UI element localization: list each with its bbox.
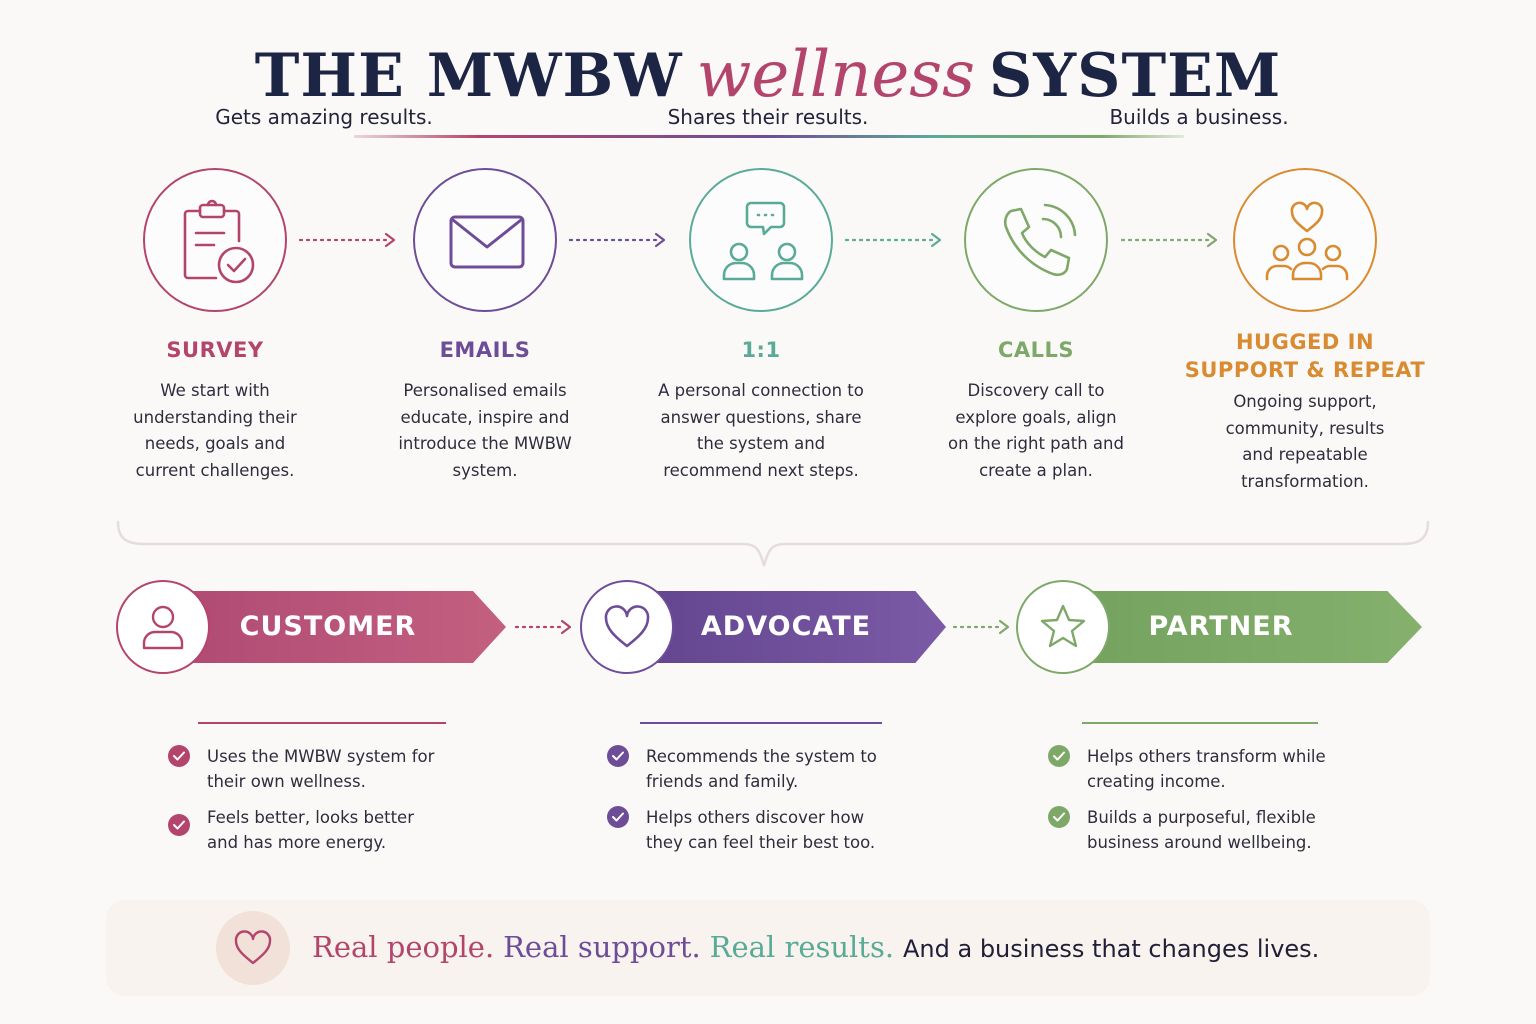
step-calls: CALLS Discovery call to explore goals, a… xyxy=(901,168,1171,484)
check-icon xyxy=(1053,751,1065,761)
step-one-on-one-circle xyxy=(689,168,833,312)
stage-advocate-underline xyxy=(640,722,882,724)
step-survey-circle xyxy=(143,168,287,312)
step-survey-description: We start with understanding their needs,… xyxy=(133,381,297,480)
footer-tagline: Real people. Real support. Real results.… xyxy=(312,930,1319,964)
step-one-on-one: 1:1 A personal connection to answer ques… xyxy=(626,168,896,484)
step-survey: SURVEY We start with understanding their… xyxy=(80,168,350,484)
footer-tagline-text: And a business that changes lives. xyxy=(902,935,1320,963)
step-emails-circle xyxy=(413,168,557,312)
step-calls-description: Discovery call to explore goals, align o… xyxy=(948,381,1124,480)
arrow-customer-to-advocate xyxy=(514,619,572,635)
customer-bullet-check-1 xyxy=(168,745,190,767)
heart-icon xyxy=(234,930,272,965)
partner-bullet-1: Helps others transform while creating in… xyxy=(1087,747,1326,791)
step-calls-title: CALLS xyxy=(997,338,1075,362)
footer-banner: Real people. Real support. Real results.… xyxy=(106,900,1430,996)
stage-partner-circle xyxy=(1016,580,1110,674)
customer-bullet-1: Uses the MWBW system for their own welln… xyxy=(207,747,435,791)
stage-customer-underline xyxy=(198,722,446,724)
stage-partner-subtitle: Builds a business. xyxy=(1109,105,1289,129)
stage-advocate-banner xyxy=(640,591,946,663)
step-emails: EMAILS Personalised emails educate, insp… xyxy=(350,168,620,484)
step-hugged-in-support: HUGGED IN SUPPORT & REPEAT Ongoing suppo… xyxy=(1170,168,1440,495)
step-one-on-one-title: 1:1 xyxy=(741,338,781,362)
step-emails-title: EMAILS xyxy=(439,338,531,362)
stage-advocate-subtitle: Shares their results. xyxy=(667,105,869,129)
clipboard-check-icon xyxy=(183,199,255,284)
advocate-bullet-2: Helps others discover how they can feel … xyxy=(646,808,876,852)
arrow-calls-to-hugged xyxy=(1120,232,1218,248)
stage-advocate-circle xyxy=(580,580,674,674)
step-survey-title: SURVEY xyxy=(166,338,264,362)
stage-customer-subtitle: Gets amazing results. xyxy=(215,105,433,129)
advocate-bullet-check-1 xyxy=(607,745,629,767)
phone-call-icon xyxy=(1003,203,1077,277)
footer-heart-circle xyxy=(216,911,290,985)
stage-customer-banner xyxy=(176,591,506,663)
stage-customer-circle xyxy=(116,580,210,674)
title-divider xyxy=(354,135,1184,138)
advocate-bullet-1: Recommends the system to friends and fam… xyxy=(646,747,877,791)
step-hugged-description: Ongoing support, community, results and … xyxy=(1225,392,1385,491)
stage-advocate-label: ADVOCATE xyxy=(700,611,872,642)
title-part-2: SYSTEM xyxy=(988,41,1282,111)
customer-bullet-check-2 xyxy=(168,814,190,836)
footer-phrase-3: Real results. xyxy=(709,930,895,964)
stage-partner-banner xyxy=(1076,591,1422,663)
arrow-emails-to-one-on-one xyxy=(568,232,666,248)
partner-bullet-check-1 xyxy=(1048,745,1070,767)
person-icon xyxy=(142,605,184,650)
stage-partner-label: PARTNER xyxy=(1148,611,1294,642)
arrow-survey-to-emails xyxy=(298,232,396,248)
partner-bullet-2: Builds a purposeful, flexible business a… xyxy=(1087,808,1316,852)
step-hugged-title: HUGGED IN SUPPORT & REPEAT xyxy=(1184,330,1426,382)
check-icon xyxy=(173,820,185,830)
footer-phrase-1: Real people. xyxy=(312,930,495,964)
community-heart-icon xyxy=(1265,201,1349,281)
stage-customer-label: CUSTOMER xyxy=(239,611,417,642)
arrow-advocate-to-partner xyxy=(952,619,1010,635)
stage-partner-underline xyxy=(1082,722,1318,724)
check-icon xyxy=(612,812,624,822)
customer-bullet-2: Feels better, looks better and has more … xyxy=(207,808,414,852)
title-script-word: wellness xyxy=(696,38,975,112)
conversation-people-icon xyxy=(722,201,804,281)
envelope-icon xyxy=(449,215,525,269)
step-emails-description: Personalised emails educate, inspire and… xyxy=(398,381,572,480)
step-one-on-one-description: A personal connection to answer question… xyxy=(658,381,864,480)
heart-icon xyxy=(604,605,650,648)
title-part-1: THE MWBW xyxy=(254,41,683,111)
step-hugged-circle xyxy=(1233,168,1377,312)
check-icon xyxy=(1053,812,1065,822)
flow-bracket xyxy=(116,520,1430,567)
footer-phrase-2: Real support. xyxy=(503,930,701,964)
step-calls-circle xyxy=(964,168,1108,312)
advocate-bullet-check-2 xyxy=(607,806,629,828)
arrow-one-on-one-to-calls xyxy=(844,232,942,248)
check-icon xyxy=(173,751,185,761)
star-icon xyxy=(1040,604,1086,648)
check-icon xyxy=(612,751,624,761)
partner-bullet-check-2 xyxy=(1048,806,1070,828)
